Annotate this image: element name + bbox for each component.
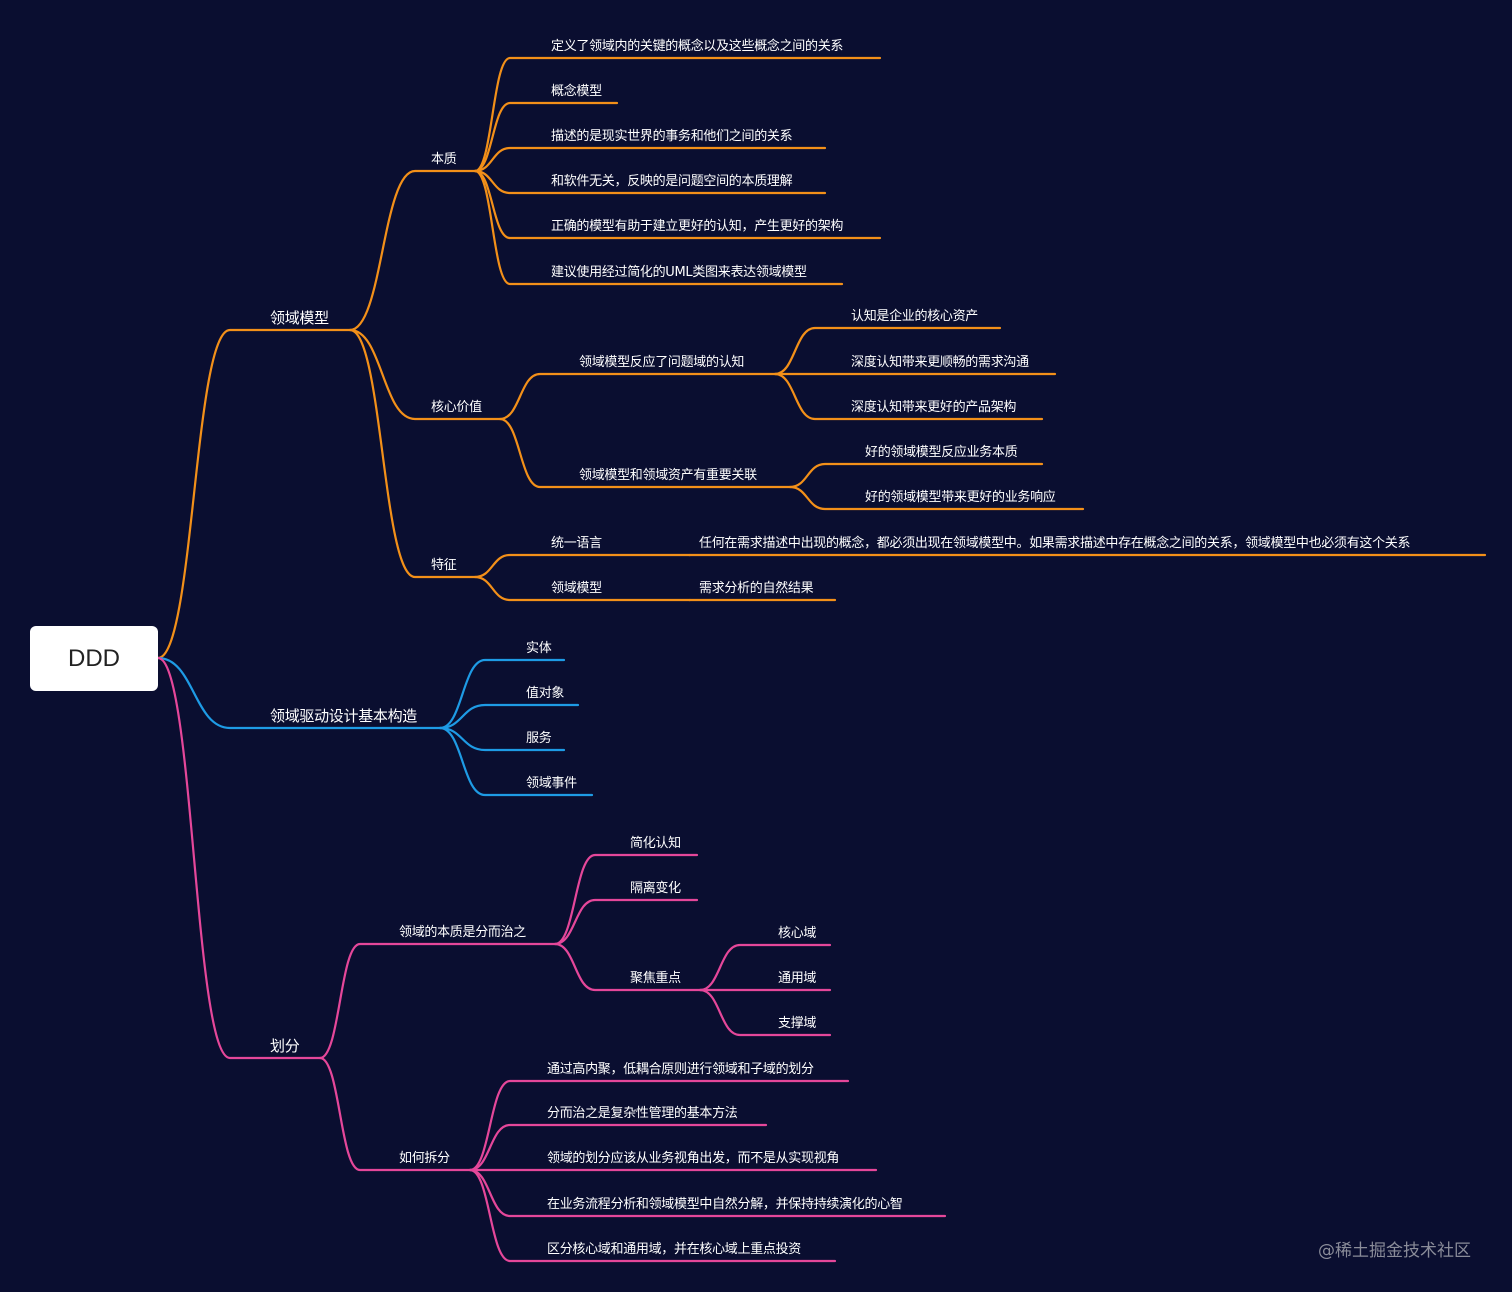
connector-line bbox=[438, 726, 566, 752]
connector-line bbox=[473, 575, 692, 602]
topic-node[interactable]: 领域的本质是分而治之 bbox=[399, 925, 527, 940]
connector-line bbox=[498, 417, 792, 489]
topic-node[interactable]: 分而治之是复杂性管理的基本方法 bbox=[547, 1106, 738, 1121]
connector-line bbox=[156, 656, 442, 730]
topic-node[interactable]: 如何拆分 bbox=[399, 1151, 450, 1166]
connector-line bbox=[348, 328, 477, 579]
connector-line bbox=[318, 1056, 472, 1172]
topic-node[interactable]: 通过高内聚，低耦合原则进行领域和子域的划分 bbox=[547, 1062, 814, 1077]
topic-node[interactable]: 值对象 bbox=[526, 686, 565, 701]
topic-node[interactable]: 服务 bbox=[526, 731, 552, 746]
topic-node[interactable]: 定义了领域内的关键的概念以及这些概念之间的关系 bbox=[551, 39, 844, 54]
topic-node[interactable]: 核心域 bbox=[778, 926, 817, 941]
topic-node[interactable]: 好的领域模型带来更好的业务响应 bbox=[865, 490, 1056, 505]
connector-line bbox=[438, 658, 566, 730]
topic-node[interactable]: 需求分析的自然结果 bbox=[699, 581, 814, 596]
topic-node[interactable]: 任何在需求描述中出现的概念，都必须出现在领域模型中。如果需求描述中存在概念之间的… bbox=[699, 536, 1411, 551]
topic-node[interactable]: 隔离变化 bbox=[630, 881, 681, 896]
connector-line bbox=[156, 656, 322, 1060]
topic-node[interactable]: 特征 bbox=[431, 558, 457, 573]
connector-line bbox=[553, 853, 699, 946]
topic-node[interactable]: 描述的是现实世界的事务和他们之间的关系 bbox=[551, 129, 793, 144]
connector-line bbox=[473, 146, 827, 173]
connector-line bbox=[698, 988, 832, 1037]
connector-line bbox=[468, 1079, 850, 1172]
connector-line bbox=[318, 942, 557, 1060]
topic-node[interactable]: 区分核心域和通用域，并在核心域上重点投资 bbox=[547, 1242, 802, 1257]
connector-line bbox=[788, 485, 1085, 511]
topic-node[interactable]: 统一语言 bbox=[551, 536, 602, 551]
topic-node[interactable]: 正确的模型有助于建立更好的认知，产生更好的架构 bbox=[551, 219, 844, 234]
topic-node[interactable]: 本质 bbox=[431, 152, 457, 167]
branch-topic[interactable]: 领域驱动设计基本构造 bbox=[270, 707, 418, 725]
topic-node[interactable]: 领域的划分应该从业务视角出发，而不是从实现视角 bbox=[547, 1151, 840, 1166]
topic-node[interactable]: 深度认知带来更好的产品架构 bbox=[851, 400, 1017, 415]
topic-node[interactable]: 实体 bbox=[526, 641, 552, 656]
connector-line bbox=[473, 56, 882, 173]
topic-node[interactable]: 通用域 bbox=[778, 971, 817, 986]
topic-node[interactable]: 深度认知带来更顺畅的需求沟通 bbox=[851, 355, 1029, 370]
connector-line bbox=[438, 703, 580, 730]
connector-line bbox=[468, 1168, 837, 1263]
topic-node[interactable]: 概念模型 bbox=[551, 84, 602, 99]
branch-topic[interactable]: 领域模型 bbox=[270, 309, 329, 327]
watermark: @稀土掘金技术社区 bbox=[1318, 1241, 1471, 1261]
topic-node[interactable]: 认知是企业的核心资产 bbox=[851, 309, 979, 324]
connector-line bbox=[473, 169, 844, 286]
connector-line bbox=[788, 462, 1044, 489]
topic-node[interactable]: 领域模型反应了问题域的认知 bbox=[579, 355, 745, 370]
connector-line bbox=[468, 1123, 768, 1172]
topic-node[interactable]: 领域模型 bbox=[551, 581, 602, 596]
topic-node[interactable]: 和软件无关，反映的是问题空间的本质理解 bbox=[551, 174, 793, 189]
branch-topic[interactable]: 划分 bbox=[270, 1037, 300, 1055]
connector-line bbox=[348, 328, 502, 421]
connector-line bbox=[553, 898, 699, 946]
topic-node[interactable]: 好的领域模型反应业务本质 bbox=[865, 445, 1018, 460]
topic-node[interactable]: 领域事件 bbox=[526, 776, 577, 791]
topic-node[interactable]: 简化认知 bbox=[630, 836, 681, 851]
topic-node[interactable]: 支撑域 bbox=[778, 1016, 817, 1031]
connector-line bbox=[773, 326, 1002, 376]
connector-line bbox=[473, 101, 619, 173]
topic-node[interactable]: 建议使用经过简化的UML类图来表达领域模型 bbox=[551, 265, 807, 280]
connector-line bbox=[498, 372, 777, 421]
connector-line bbox=[438, 726, 594, 797]
connector-line bbox=[773, 372, 1044, 421]
connector-line bbox=[156, 328, 352, 660]
connector-line bbox=[473, 553, 692, 579]
connector-line bbox=[698, 943, 832, 992]
connector-line bbox=[553, 942, 702, 992]
connector-line bbox=[348, 169, 477, 332]
topic-node[interactable]: 领域模型和领域资产有重要关联 bbox=[579, 468, 757, 483]
root-node[interactable]: DDD bbox=[30, 626, 158, 691]
topic-node[interactable]: 核心价值 bbox=[431, 400, 482, 415]
topic-node[interactable]: 在业务流程分析和领域模型中自然分解，并保持持续演化的心智 bbox=[547, 1197, 903, 1212]
topic-node[interactable]: 聚焦重点 bbox=[630, 971, 681, 986]
